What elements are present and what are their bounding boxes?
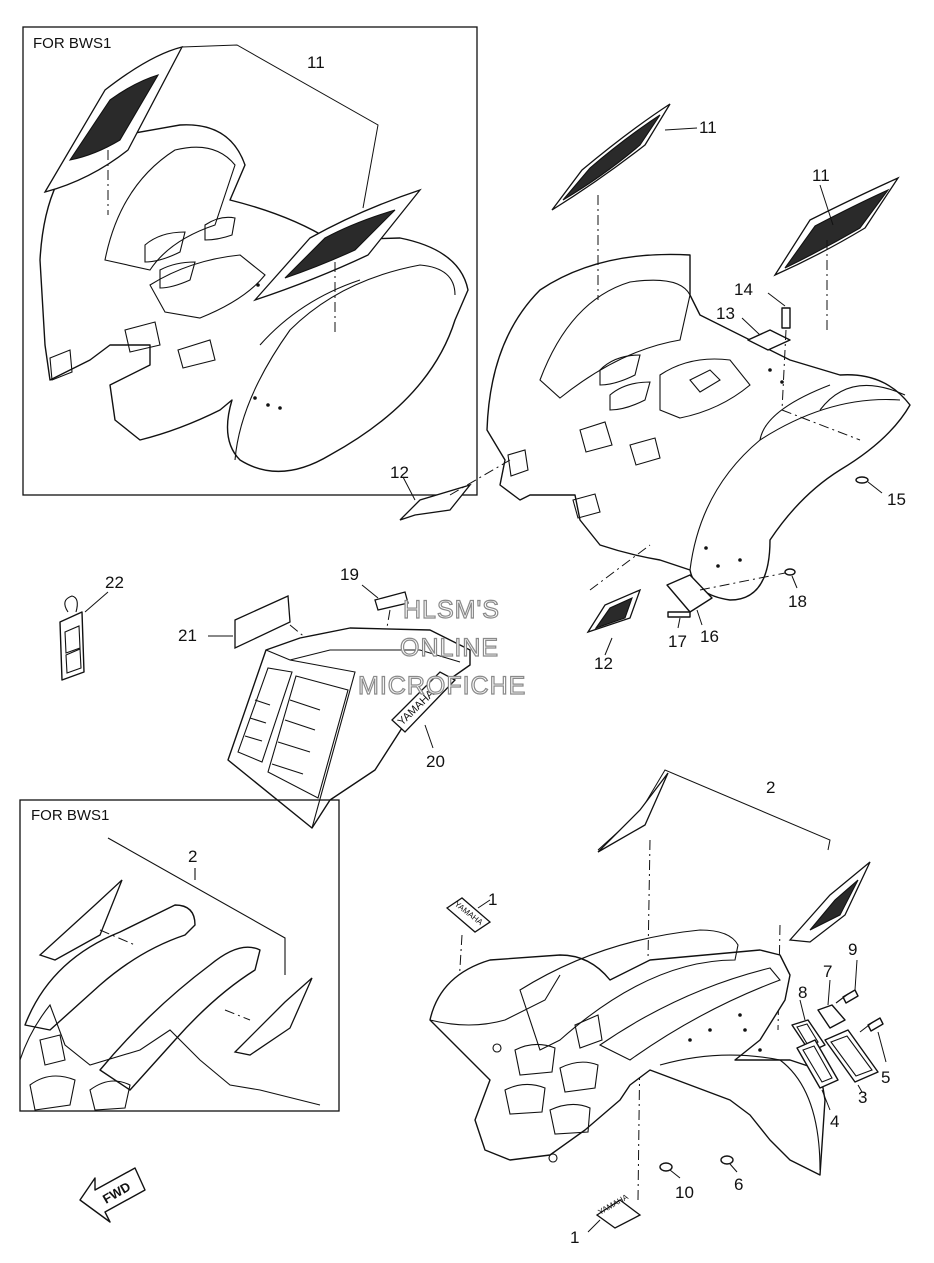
- callout-2: 2: [766, 778, 775, 797]
- callout-12-b: 12: [594, 654, 613, 673]
- callout-8: 8: [798, 983, 807, 1002]
- callout-4: 4: [830, 1112, 839, 1131]
- callout-5: 5: [881, 1068, 890, 1087]
- callout-1-b: 1: [570, 1228, 579, 1247]
- watermark-line-1: HLSM'S: [403, 596, 500, 624]
- callout-6: 6: [734, 1175, 743, 1194]
- callout-10: 10: [675, 1183, 694, 1202]
- callout-9: 9: [848, 940, 857, 959]
- callout-1-a: 1: [488, 890, 497, 909]
- box-label-top: FOR BWS1: [33, 35, 111, 52]
- callout-15: 15: [887, 490, 906, 509]
- watermark-line-3: MICROFICHE: [358, 672, 526, 700]
- callout-20: 20: [426, 752, 445, 771]
- box-label-bottom: FOR BWS1: [31, 807, 109, 824]
- callout-11-box: 11: [307, 53, 325, 72]
- callout-11-a: 11: [699, 118, 717, 137]
- callout-19: 19: [340, 565, 359, 584]
- callout-21: 21: [178, 626, 197, 645]
- bws1-front-fender-box: FOR BWS1 2: [19, 799, 340, 1112]
- front-fender-assembly: 2 YAMAHA 1 YAMAHA 1: [429, 769, 890, 1247]
- callout-17: 17: [668, 632, 687, 651]
- callout-13: 13: [716, 304, 735, 323]
- callout-18: 18: [788, 592, 807, 611]
- callout-2-box: 2: [188, 847, 197, 866]
- front-panel-group: 22 21 19 YAMAHA 20: [59, 565, 471, 829]
- callout-12-a: 12: [390, 463, 409, 482]
- rear-fender-assembly: 11 11 14 13 15 12 12: [390, 103, 911, 673]
- callout-14: 14: [734, 280, 753, 299]
- watermark-line-2: ONLINE: [400, 634, 499, 662]
- callout-7: 7: [823, 962, 832, 981]
- callout-22: 22: [105, 573, 124, 592]
- watermark: HLSM'S ONLINE MICROFICHE: [357, 595, 526, 700]
- bws1-rear-fender-box: FOR BWS1 11: [22, 26, 478, 496]
- callout-3: 3: [858, 1088, 867, 1107]
- callout-16: 16: [700, 627, 719, 646]
- callout-11-b: 11: [812, 166, 830, 185]
- fwd-arrow-icon: FWD: [79, 1167, 146, 1223]
